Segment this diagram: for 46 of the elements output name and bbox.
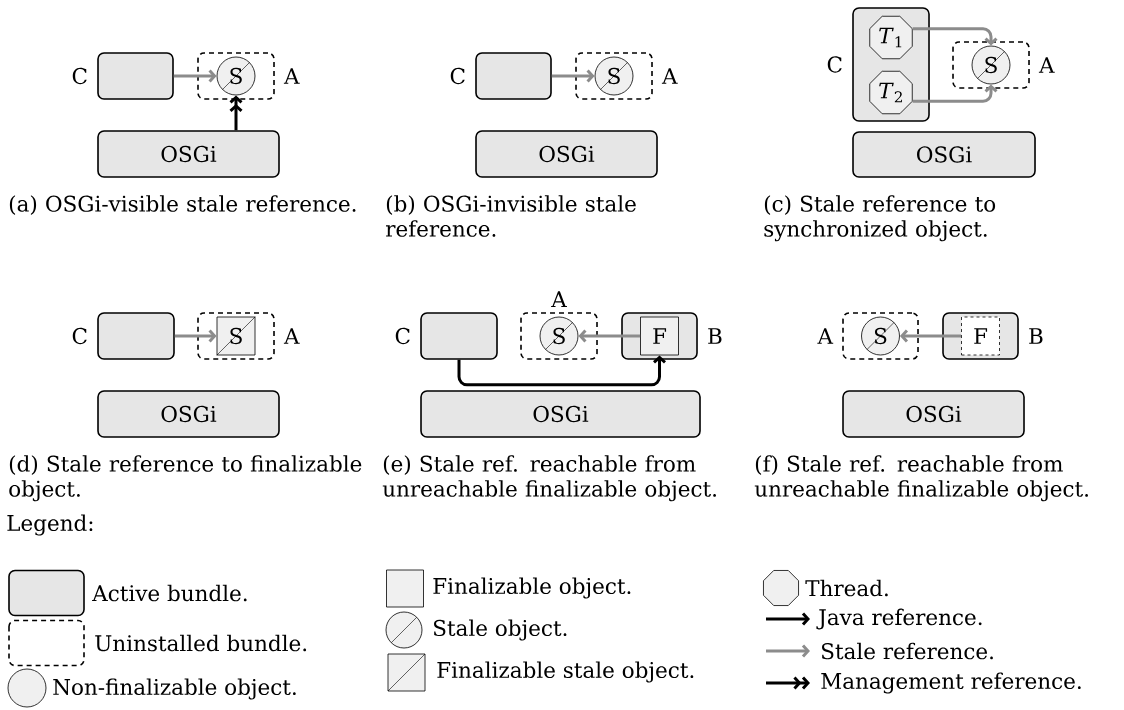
legend-text: Java reference. — [816, 608, 982, 630]
thread-octagon: T$_{2}$ — [869, 70, 913, 115]
framework-box: OSGi — [475, 130, 658, 178]
arrow — [912, 27, 998, 46]
caption: (d) Stale reference to finalizable object. — [9, 455, 362, 502]
legend-text: Stale object. — [434, 619, 567, 641]
bundle-label: A — [817, 328, 834, 344]
framework-box: OSGi — [97, 130, 280, 178]
bundle-label: C — [72, 67, 87, 85]
framework-box: OSGi — [852, 131, 1036, 178]
framework-box: OSGi — [420, 390, 701, 438]
bundle-label: B — [708, 328, 722, 344]
arrow — [173, 69, 217, 83]
legend-text: Active bundle. — [92, 584, 247, 602]
bundle-label: C — [395, 327, 410, 345]
arrow — [578, 329, 641, 343]
bundle-label: C — [827, 56, 842, 73]
bundle-label: B — [1029, 328, 1043, 344]
arrow — [229, 95, 243, 131]
arrow — [899, 329, 962, 343]
legend-title: Legend: — [7, 514, 93, 536]
framework-box: OSGi — [97, 390, 280, 438]
arrow — [912, 84, 998, 103]
bundle-label: C — [450, 67, 465, 85]
object-square: F — [961, 316, 1000, 356]
bundle-label: C — [72, 327, 87, 345]
legend-text: Stale reference. — [822, 642, 993, 660]
caption: (c) Stale reference to synchronized object. — [764, 195, 996, 242]
arrow — [457, 355, 666, 387]
bundle-label: A — [283, 68, 300, 84]
object-square: F — [640, 316, 679, 356]
caption: (f) Stale ref. reachable from unreachable finalizable object. — [754, 455, 1088, 502]
legend-text: Uninstalled bundle. — [95, 634, 307, 652]
bundle-label: A — [283, 328, 300, 344]
bundle-label: A — [1038, 57, 1055, 73]
legend-text: Non-finalizable object. — [53, 678, 296, 700]
thread-octagon: T$_{1}$ — [869, 15, 913, 60]
legend-text: Finalizable object. — [433, 577, 631, 599]
framework-box: OSGi — [842, 390, 1025, 438]
arrow — [551, 69, 595, 83]
bundle-label: A — [661, 68, 678, 84]
bundle-label: A — [551, 291, 567, 307]
legend-text: Thread. — [805, 579, 888, 597]
legend-text: Management reference. — [821, 672, 1081, 694]
legend-text: Finalizable stale object. — [437, 661, 694, 683]
arrow — [174, 329, 217, 343]
